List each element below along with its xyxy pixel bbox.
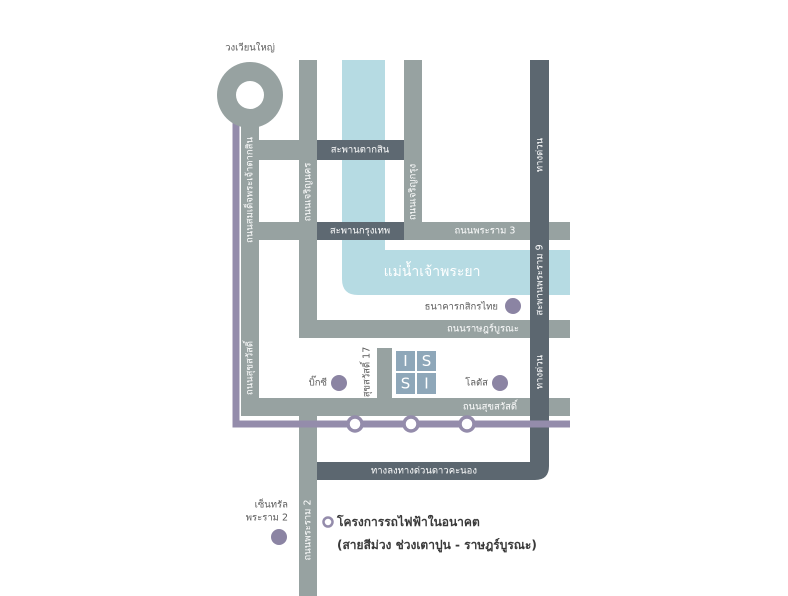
krungthep-bridge-box — [317, 222, 404, 240]
suksawat-17-label: สุขสวัสดิ์ 17 — [359, 347, 373, 398]
purple-line-station — [402, 415, 420, 433]
legend: โครงการรถไฟฟ้าในอนาคต (สายสีม่วง ช่วงเตา… — [322, 514, 537, 553]
logo-letter: S — [422, 352, 432, 370]
charoen-krung-label: ถนนเจริญกรุง — [408, 164, 419, 220]
lotus-label: โลตัส — [465, 377, 488, 389]
road-rama3 — [241, 222, 570, 240]
logo-tile — [396, 351, 415, 371]
road-charoen-nakhon — [299, 60, 317, 338]
central-label-line2: พระราม 2 — [246, 513, 288, 524]
rama3-label: ถนนพระราม 3 — [455, 226, 516, 237]
taksin-bridge-box — [317, 140, 404, 160]
legend-line1: โครงการรถไฟฟ้าในอนาคต — [336, 514, 480, 529]
legend-station-icon — [322, 516, 334, 528]
logo-letter: I — [424, 375, 428, 393]
rat-burana-label: ถนนราษฎร์บูรณะ — [447, 323, 519, 335]
wongwian-yai-roundabout — [217, 62, 283, 128]
purple-line-station — [458, 415, 476, 433]
road-taksin — [241, 110, 259, 416]
rama2-label: ถนนพระราม 2 — [303, 500, 314, 561]
krungthep-bridge-label: สะพานกรุงเทพ — [330, 226, 390, 237]
roundabout-center — [236, 81, 264, 109]
road-suksawat — [241, 398, 570, 416]
road-charoen-krung — [404, 60, 422, 240]
logo-letter: S — [401, 375, 411, 393]
bigc-label: บิ๊กซี — [309, 375, 328, 389]
bigc-marker — [331, 375, 347, 391]
suksawat-vertical-label: ถนนสุขสวัสดิ์ — [242, 339, 256, 395]
purple-line-station — [346, 415, 364, 433]
roads — [241, 60, 570, 596]
road-suksawat-17 — [377, 348, 392, 398]
central-label-line1: เซ็นทรัล — [255, 498, 289, 511]
logo-tile — [396, 373, 415, 394]
road-rama2 — [299, 416, 317, 596]
river-label: แม่น้ำเจ้าพระยา — [384, 261, 481, 280]
central-rama2-marker — [271, 529, 287, 545]
kasikorn-label: ธนาคารกสิกรไทย — [425, 301, 498, 313]
road-rat-burana — [299, 320, 570, 338]
expressway-lower-label: ทางด่วน — [535, 354, 546, 389]
legend-line2: (สายสีม่วง ช่วงเตาปูน - ราษฎร์บูรณะ) — [337, 538, 537, 553]
rama9-bridge-label: สะพานพระราม 9 — [535, 244, 546, 315]
expressway-upper-label: ทางด่วน — [535, 137, 546, 172]
suksawat-horizontal-label: ถนนสุขสวัสดิ์ — [463, 399, 519, 413]
taksin-bridge-label: สะพานตากสิน — [331, 145, 390, 156]
project-logo: I S S I — [396, 351, 436, 394]
logo-letter: I — [403, 352, 407, 370]
roundabout-label: วงเวียนใหญ่ — [225, 42, 275, 54]
taksin-road-label: ถนนสมเด็จพระเจ้าตากสิน — [243, 137, 256, 243]
dao-khanong-exit-label: ทางลงทางด่วนดาวคะนอง — [371, 466, 477, 477]
charoen-nakhon-label: ถนนเจริญนคร — [303, 163, 314, 222]
logo-tile — [417, 373, 436, 394]
lotus-marker — [492, 375, 508, 391]
kasikorn-marker — [505, 298, 521, 314]
logo-tile — [417, 351, 436, 371]
